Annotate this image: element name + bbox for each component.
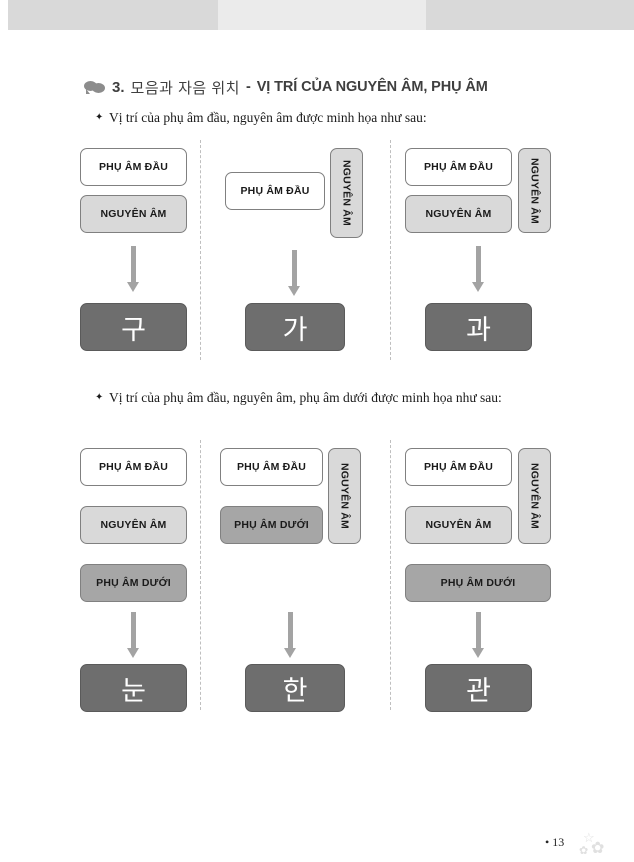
column-divider-1 [200,140,201,360]
diagram-group-second: PHỤ ÂM ĐẦU NGUYÊN ÂM PHỤ ÂM DƯỚI 눈 PHỤ Â… [0,440,634,712]
initial-consonant-box: PHỤ ÂM ĐẦU [80,448,187,486]
initial-consonant-box: PHỤ ÂM ĐẦU [225,172,325,210]
down-arrow-icon [288,250,301,298]
topbar-segment-left [8,0,218,30]
diagram-group-first: PHỤ ÂM ĐẦU NGUYÊN ÂM 구 PHỤ ÂM ĐẦU NGUYÊN… [0,140,634,360]
vowel-box: NGUYÊN ÂM [405,506,512,544]
down-arrow-icon [127,612,140,660]
result-syllable-box: 눈 [80,664,187,712]
vowel-box: NGUYÊN ÂM [80,506,187,544]
column-divider-1 [200,440,201,710]
flower-icon: ☆ [583,830,595,845]
result-syllable-box: 가 [245,303,345,351]
final-consonant-box: PHỤ ÂM DƯỚI [220,506,323,544]
result-syllable-box: 과 [425,303,532,351]
result-syllable-box: 한 [245,664,345,712]
flower-icon: ✿ [591,840,605,857]
vowel-box: NGUYÊN ÂM [405,195,512,233]
heading-number: 3. [112,78,125,96]
final-consonant-box: PHỤ ÂM DƯỚI [405,564,551,602]
page-footer: • 13 ☆ ✿ ✿ [545,830,625,858]
heading-vietnamese: VỊ TRÍ CỦA NGUYÊN ÂM, PHỤ ÂM [256,79,488,95]
down-arrow-icon [284,612,297,660]
vowel-box: NGUYÊN ÂM [80,195,187,233]
final-consonant-box: PHỤ ÂM DƯỚI [80,564,187,602]
bullet-second: ✦ Vị trí của phụ âm đầu, nguyên âm, phụ … [95,388,565,407]
vowel-box-vertical: NGUYÊN ÂM [518,148,551,233]
vowel-box-vertical: NGUYÊN ÂM [518,448,551,544]
initial-consonant-box: PHỤ ÂM ĐẦU [405,448,512,486]
bullet-first: ✦ Vị trí của phụ âm đầu, nguyên âm được … [95,108,545,127]
page-number: • 13 [545,835,565,849]
vowel-box-vertical: NGUYÊN ÂM [330,148,363,238]
bullet-dot-icon: ✦ [95,112,104,123]
speech-bubble-icon [84,79,106,95]
vowel-box-vertical: NGUYÊN ÂM [328,448,361,544]
down-arrow-icon [127,246,140,294]
bullet-first-text: Vị trí của phụ âm đầu, nguyên âm được mi… [109,110,427,125]
down-arrow-icon [472,246,485,294]
column-divider-2 [390,140,391,360]
heading-separator: - [245,79,251,95]
column-divider-2 [390,440,391,710]
down-arrow-icon [472,612,485,660]
top-decorative-bar [0,0,634,30]
flower-icon: ✿ [579,845,589,857]
result-syllable-box: 구 [80,303,187,351]
bullet-dot-icon: ✦ [95,392,104,403]
bullet-second-text: Vị trí của phụ âm đầu, nguyên âm, phụ âm… [109,390,502,405]
topbar-segment-center [218,0,426,30]
section-heading: 3. 모음과 자음 위치 - VỊ TRÍ CỦA NGUYÊN ÂM, PHỤ… [84,76,564,98]
initial-consonant-box: PHỤ ÂM ĐẦU [405,148,512,186]
heading-korean: 모음과 자음 위치 [130,79,240,97]
initial-consonant-box: PHỤ ÂM ĐẦU [220,448,323,486]
result-syllable-box: 관 [425,664,532,712]
topbar-segment-right [426,0,634,30]
initial-consonant-box: PHỤ ÂM ĐẦU [80,148,187,186]
